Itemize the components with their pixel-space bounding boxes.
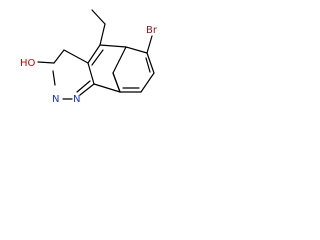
bond-hetero-2: [53, 49, 65, 64]
bond-five-3: [87, 62, 95, 85]
bond-hetero-double: [76, 80, 91, 93]
bond-five-double-1: [91, 49, 104, 66]
atom-nitrogen-lower-label: N: [52, 94, 59, 105]
bond-hetero-3: [52, 70, 56, 86]
bond-hydroxyl: [37, 61, 55, 64]
molecule-canvas: Br HO N N: [0, 0, 182, 120]
bond-benzene-3: [140, 72, 155, 93]
bond-benzene-inner-1: [145, 57, 151, 73]
bond-hetero-5: [79, 83, 95, 96]
bond-bromo: [146, 35, 153, 54]
bond-hetero-1: [63, 49, 89, 64]
bond-ethyl-2: [91, 9, 106, 25]
bond-five-1: [99, 44, 127, 48]
molecule-structure: Br HO N N: [20, 9, 158, 105]
atom-labels: Br HO N N: [20, 25, 158, 105]
atom-bromine-label: Br: [146, 25, 158, 36]
bonds: [37, 9, 155, 100]
bond-benzene-1: [125, 46, 148, 54]
bond-five-2: [87, 44, 101, 64]
bond-five-5: [112, 72, 121, 93]
bond-benzene-2: [146, 52, 155, 74]
bond-five-4: [93, 83, 121, 93]
atom-nitrogen-upper-label: N: [73, 94, 80, 105]
bond-benzene-6: [112, 46, 127, 74]
atom-hydroxyl-label: HO: [20, 58, 36, 69]
bond-ethyl-1: [99, 23, 106, 46]
